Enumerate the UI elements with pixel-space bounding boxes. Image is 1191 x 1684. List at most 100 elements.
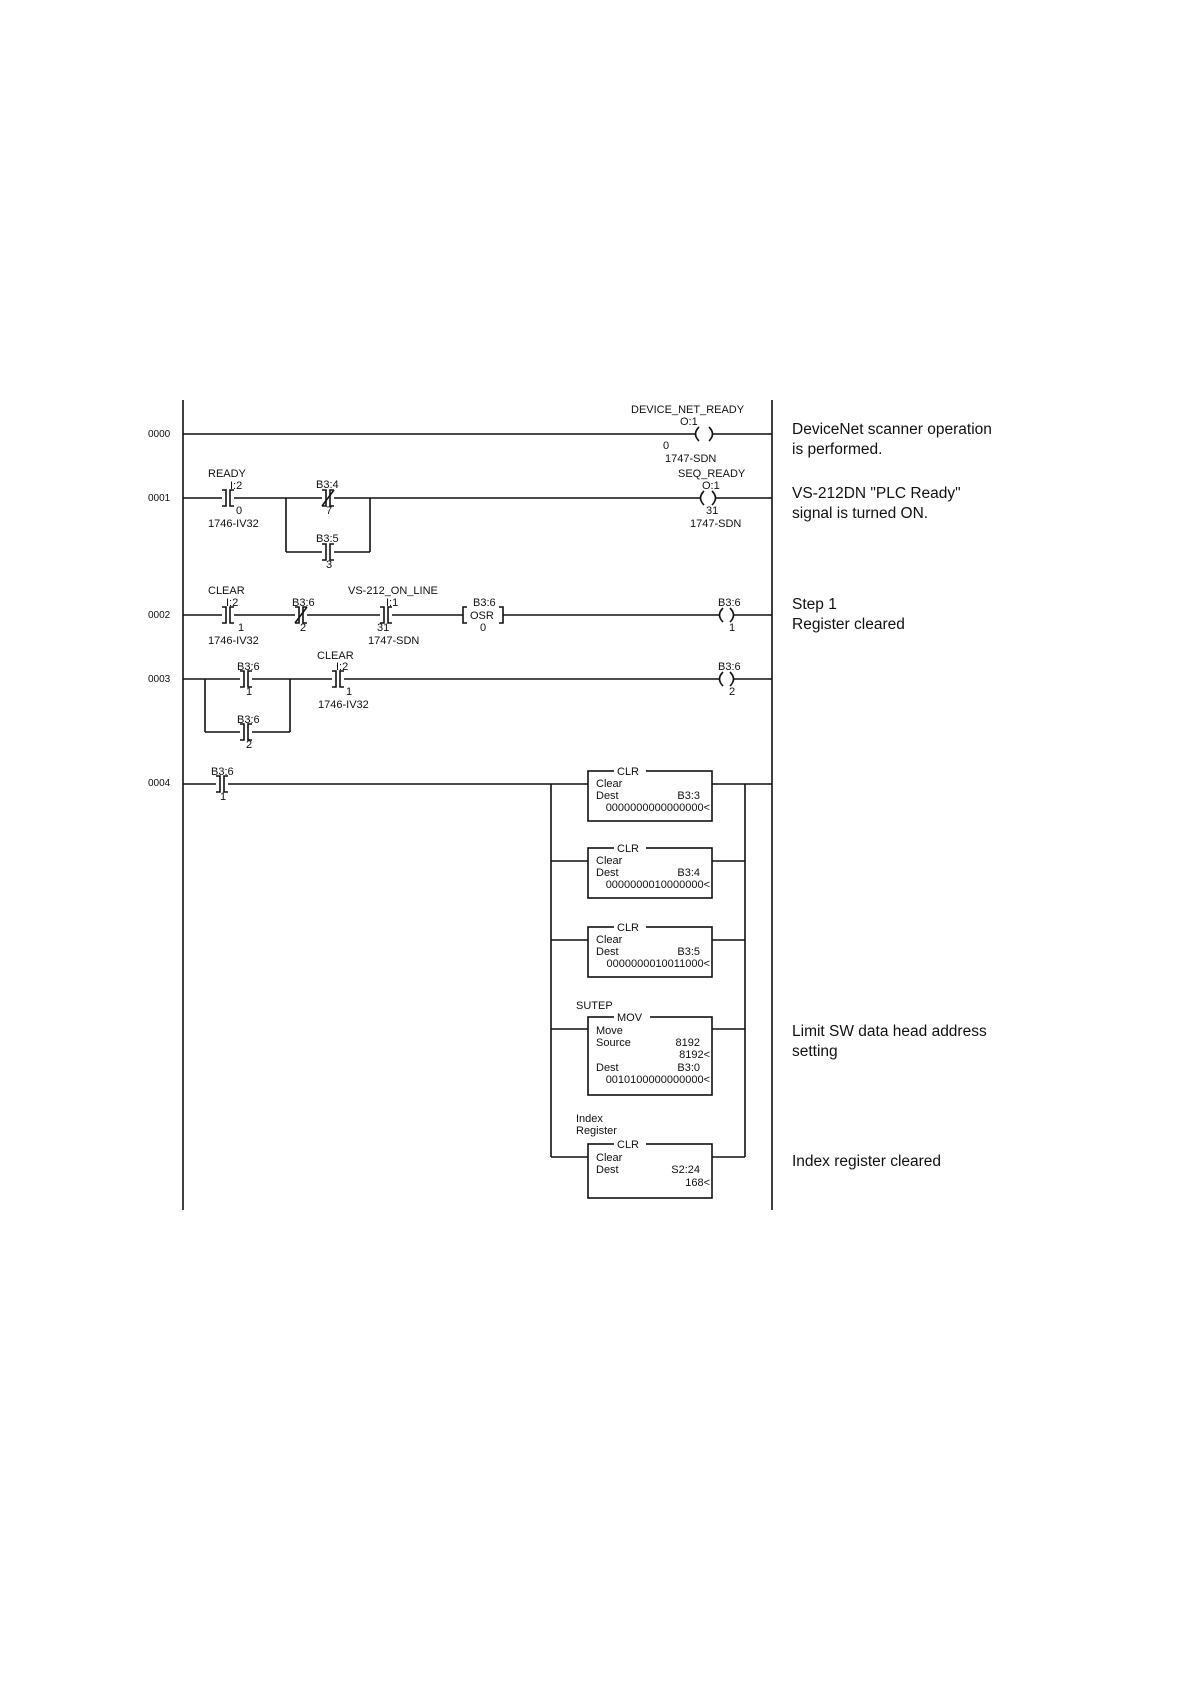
clr-block-b3-4: CLR Clear Dest B3:4 0000000010000000< — [587, 841, 713, 899]
svg-text:168<: 168< — [685, 1177, 710, 1189]
rung-comment: Register cleared — [792, 616, 905, 633]
svg-text:0: 0 — [480, 622, 486, 634]
svg-text:Dest: Dest — [596, 946, 619, 958]
svg-text:CLR: CLR — [617, 843, 639, 855]
svg-text:I:2: I:2 — [336, 661, 348, 673]
output-coil-b3-6-2: B3:6 2 — [718, 661, 741, 698]
svg-text:8192: 8192 — [676, 1037, 700, 1049]
svg-text:B3:4: B3:4 — [316, 479, 339, 491]
contact-b3-5: B3:5 3 — [316, 533, 339, 571]
svg-text:1: 1 — [246, 686, 252, 698]
svg-text:CLR: CLR — [617, 922, 639, 934]
svg-text:B3:6: B3:6 — [211, 766, 234, 778]
rung-comment: is performed. — [792, 441, 882, 458]
side-comment-limit-sw: Limit SW data head address — [792, 1023, 987, 1040]
rung-comment: DeviceNet scanner operation — [792, 421, 992, 438]
svg-text:B3:4: B3:4 — [677, 867, 700, 879]
svg-text:B3:0: B3:0 — [677, 1062, 700, 1074]
svg-text:Move: Move — [596, 1025, 623, 1037]
svg-text:1747-SDN: 1747-SDN — [368, 635, 419, 647]
rung-comment: VS-212DN "PLC Ready" — [792, 485, 961, 502]
svg-text:0000000010000000<: 0000000010000000< — [606, 879, 710, 891]
svg-text:0: 0 — [236, 505, 242, 517]
side-comment-limit-sw: setting — [792, 1043, 838, 1060]
svg-text:1746-IV32: 1746-IV32 — [208, 518, 259, 530]
rung-number-0003: 0003 — [148, 674, 171, 685]
svg-text:7: 7 — [326, 505, 332, 517]
contact-b3-6-1: B3:6 1 — [237, 661, 260, 698]
svg-text:O:1: O:1 — [702, 480, 720, 492]
svg-text:I:1: I:1 — [386, 597, 398, 609]
rung-number-0001: 0001 — [148, 493, 171, 504]
rung-number-0002: 0002 — [148, 610, 171, 621]
svg-text:I:2: I:2 — [226, 597, 238, 609]
svg-text:O:1: O:1 — [680, 416, 698, 428]
svg-text:Register: Register — [576, 1125, 617, 1137]
contact-b3-6-2: B3:6 2 — [237, 714, 260, 751]
output-coil-b3-6-1: B3:6 1 — [718, 597, 741, 634]
svg-text:B3:3: B3:3 — [677, 790, 700, 802]
svg-text:B3:5: B3:5 — [677, 946, 700, 958]
svg-text:8192<: 8192< — [679, 1049, 710, 1061]
output-coil-seq-ready: SEQ_READY O:1 31 1747-SDN — [678, 468, 746, 530]
svg-text:1: 1 — [346, 686, 352, 698]
svg-text:Clear: Clear — [596, 1152, 623, 1164]
contact-vs-212-on-line: VS-212_ON_LINE I:1 31 1747-SDN — [348, 585, 438, 647]
svg-text:1: 1 — [220, 791, 226, 803]
svg-text:0010100000000000<: 0010100000000000< — [606, 1074, 710, 1086]
svg-text:Clear: Clear — [596, 855, 623, 867]
rung-0001: READY I:2 0 1746-IV32 B3:4 7 B3:5 3 SEQ_… — [183, 468, 961, 571]
svg-text:CLR: CLR — [617, 1139, 639, 1151]
rung-comment: Step 1 — [792, 596, 837, 613]
svg-text:31: 31 — [377, 622, 389, 634]
contact-b3-6-1-r4: B3:6 1 — [211, 766, 234, 803]
svg-text:B3:6: B3:6 — [237, 661, 260, 673]
svg-text:31: 31 — [706, 505, 718, 517]
svg-text:0000000000000000<: 0000000000000000< — [606, 802, 710, 814]
svg-text:Dest: Dest — [596, 1164, 619, 1176]
contact-ready: READY I:2 0 1746-IV32 — [208, 468, 259, 530]
contact-b3-6-nc: B3:6 2 — [292, 597, 315, 634]
svg-text:B3:6: B3:6 — [473, 597, 496, 609]
clr-block-b3-3: CLR Clear Dest B3:3 0000000000000000< — [587, 764, 713, 822]
svg-text:DEVICE_NET_READY: DEVICE_NET_READY — [631, 404, 745, 416]
side-comment-index-register: Index register cleared — [792, 1153, 941, 1170]
svg-text:B3:6: B3:6 — [718, 597, 741, 609]
svg-text:2: 2 — [246, 739, 252, 751]
svg-text:Dest: Dest — [596, 1062, 619, 1074]
svg-text:0000000010011000<: 0000000010011000< — [607, 958, 711, 970]
svg-text:2: 2 — [300, 622, 306, 634]
svg-text:CLEAR: CLEAR — [208, 585, 245, 597]
contact-b3-4-nc: B3:4 7 — [316, 479, 339, 517]
svg-text:S2:24: S2:24 — [671, 1164, 700, 1176]
rung-number-0000: 0000 — [148, 429, 171, 440]
svg-text:CLEAR: CLEAR — [317, 650, 354, 662]
svg-text:1: 1 — [729, 622, 735, 634]
output-coil-device-net-ready: DEVICE_NET_READY O:1 0 1747-SDN — [631, 404, 745, 465]
rung-0000: DEVICE_NET_READY O:1 0 1747-SDN DeviceNe… — [183, 404, 992, 465]
svg-text:B3:6: B3:6 — [237, 714, 260, 726]
svg-text:1: 1 — [238, 622, 244, 634]
svg-text:READY: READY — [208, 468, 247, 480]
svg-text:MOV: MOV — [617, 1012, 643, 1024]
svg-text:Index: Index — [576, 1113, 603, 1125]
svg-text:Source: Source — [596, 1037, 631, 1049]
svg-text:Clear: Clear — [596, 934, 623, 946]
svg-text:B3:5: B3:5 — [316, 533, 339, 545]
svg-text:Dest: Dest — [596, 790, 619, 802]
rung-0003: B3:6 1 B3:6 2 CLEAR I:2 1 1746-IV32 B3:6… — [183, 650, 772, 751]
svg-text:1747-SDN: 1747-SDN — [690, 518, 741, 530]
svg-text:3: 3 — [326, 559, 332, 571]
clr-block-index-register: Index Register CLR Clear Dest S2:24 168< — [576, 1113, 713, 1199]
svg-text:1746-IV32: 1746-IV32 — [208, 635, 259, 647]
svg-text:2: 2 — [729, 686, 735, 698]
contact-clear-2: CLEAR I:2 1 1746-IV32 — [317, 650, 369, 711]
svg-text:SUTEP: SUTEP — [576, 1000, 613, 1012]
svg-text:B3:6: B3:6 — [718, 661, 741, 673]
svg-text:SEQ_READY: SEQ_READY — [678, 468, 746, 480]
svg-text:0: 0 — [663, 440, 669, 452]
rung-comment: signal is turned ON. — [792, 505, 928, 522]
svg-text:1746-IV32: 1746-IV32 — [318, 699, 369, 711]
mov-block-sutep: SUTEP MOV Move Source 8192 8192< Dest B3… — [576, 1000, 713, 1096]
